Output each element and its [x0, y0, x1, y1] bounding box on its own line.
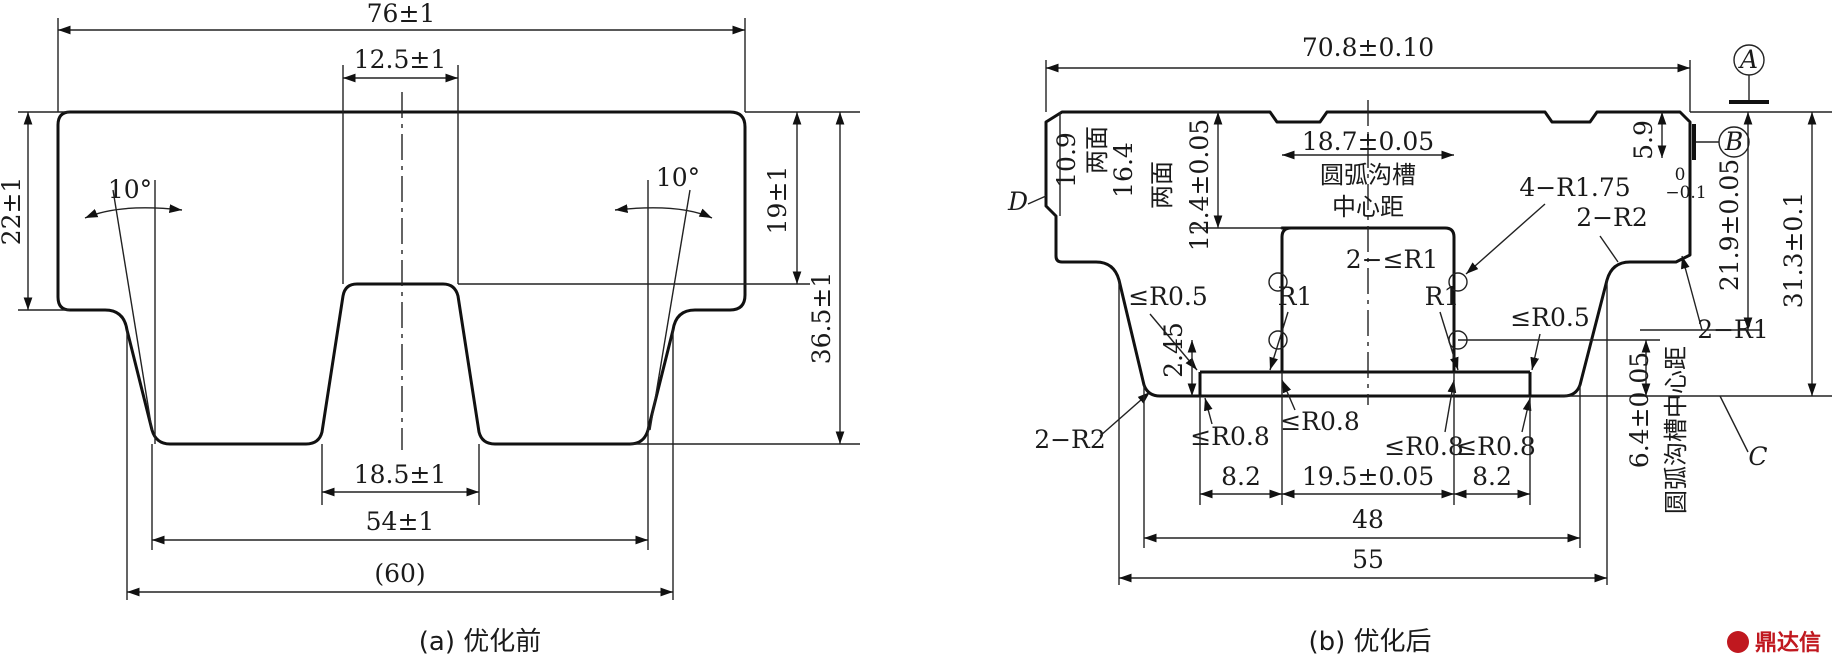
- arc-groove-center-2: 中心距: [1332, 193, 1404, 221]
- radius-le-r08-a: ≤R0.8: [1190, 422, 1270, 451]
- dim-height-right-a: 19±1: [763, 166, 792, 235]
- watermark-text: 鼎达信: [1755, 630, 1821, 656]
- dim-base-width-a: (60): [374, 559, 425, 588]
- radius-r1-left: R1: [1278, 282, 1313, 311]
- radius-2r2-top: 2−R2: [1576, 203, 1648, 232]
- dim-10-9: 10.9: [1052, 132, 1081, 188]
- radius-le-r08-c: ≤R0.8: [1384, 432, 1464, 461]
- label-c: C: [1748, 442, 1767, 471]
- radius-le-r05-left: ≤R0.5: [1128, 282, 1208, 311]
- dim-12-4: 12.4±0.05: [1185, 119, 1214, 251]
- both-faces-1: 两面: [1083, 126, 1111, 174]
- dim-2-45: 2.45: [1159, 322, 1188, 378]
- dim-5-9: 5.9: [1629, 120, 1658, 160]
- dim-total-height-a: 36.5±1: [807, 272, 836, 365]
- radius-4r175: 4−R1.75: [1519, 173, 1630, 202]
- angle-arc-right: [614, 204, 713, 219]
- dim-19-5: 19.5±0.05: [1302, 462, 1434, 491]
- tol-0: 0: [1675, 165, 1686, 185]
- dim-top-slot-a: 12.5±1: [354, 45, 447, 74]
- angle-arc-left: [84, 204, 183, 219]
- arc-groove-center-1: 圆弧沟槽: [1320, 161, 1416, 189]
- dim-55: 55: [1352, 545, 1384, 574]
- dim-bottom-width-a: 54±1: [366, 507, 435, 536]
- dim-overall-width-a: 76±1: [367, 0, 436, 28]
- dim-16-4: 16.4: [1109, 142, 1138, 198]
- dim-bottom-slot-a: 18.5±1: [354, 460, 447, 489]
- radius-le-r05-right: ≤R0.5: [1510, 303, 1590, 332]
- angle-left-a: 10°: [108, 175, 152, 204]
- dim-48: 48: [1352, 505, 1384, 534]
- datum-a-label: A: [1738, 45, 1758, 74]
- profile-a-outline: [56, 110, 747, 446]
- radius-le-r08-d: ≤R0.8: [1456, 432, 1536, 461]
- groove-arc-left-top: [1268, 272, 1288, 292]
- caption-a: (a) 优化前: [419, 627, 542, 657]
- dim-31-3: 31.3±0.1: [1779, 192, 1808, 308]
- tol-neg: −0.1: [1665, 183, 1706, 203]
- dim-6-4: 6.4±0.05: [1625, 352, 1654, 468]
- dim-8-2-right: 8.2: [1472, 462, 1512, 491]
- dim-18-7: 18.7±0.05: [1302, 127, 1434, 156]
- radius-r1-right: R1: [1425, 282, 1460, 311]
- radius-2r2-bottom: 2−R2: [1034, 425, 1106, 454]
- dim-height-left-a: 22±1: [0, 177, 26, 246]
- arc-groove-vertical: 圆弧沟槽中心距: [1662, 346, 1690, 514]
- profile-b-outline: [1044, 110, 1692, 398]
- dim-8-2-left: 8.2: [1221, 462, 1261, 491]
- angle-right-a: 10°: [656, 163, 700, 192]
- figure-b: 70.8±0.10 A B D 10.9 两面 16.4 两面 12.4±0.0…: [1007, 33, 1832, 657]
- figure-a: 76±1 12.5±1 22±1 19±1 36.5±1 10° 10°: [0, 0, 860, 657]
- dim-21-9: 21.9±0.05: [1715, 159, 1744, 291]
- radius-2-le-r1: 2−≤R1: [1346, 245, 1439, 274]
- watermark-logo: 鼎达信: [1727, 630, 1821, 656]
- datum-b-label: B: [1724, 127, 1743, 156]
- groove-arc-right-top: [1448, 272, 1468, 292]
- radius-le-r08-b: ≤R0.8: [1280, 407, 1360, 436]
- caption-b: (b) 优化后: [1308, 627, 1431, 657]
- groove-arc-left-bottom: [1268, 330, 1288, 350]
- logo-icon: [1727, 631, 1749, 653]
- label-d: D: [1007, 187, 1028, 216]
- dim-overall-width-b: 70.8±0.10: [1302, 33, 1434, 62]
- both-faces-2: 两面: [1148, 161, 1176, 209]
